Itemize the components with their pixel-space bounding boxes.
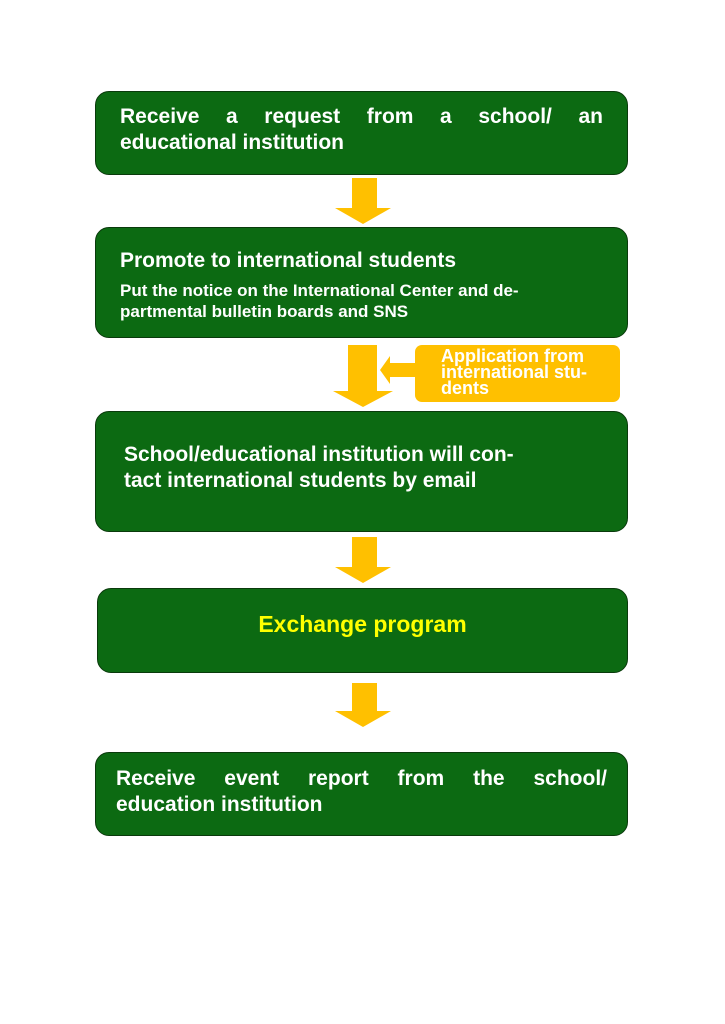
step-detail-line2: partmental bulletin boards and SNS (120, 302, 409, 321)
step-promote: Promote to international students Put th… (95, 227, 628, 338)
left-arrow-icon (380, 356, 416, 384)
down-arrow-icon (333, 345, 393, 407)
step-contact-students: School/educational institution will con-… (95, 411, 628, 532)
step-title: Receive event report from the school/ (116, 767, 607, 790)
step-title: School/educational institution will con- (124, 443, 514, 466)
step-event-report: Receive event report from the school/ ed… (95, 752, 628, 836)
callout-line3: dents (441, 378, 490, 398)
step-title-line2: tact international students by email (124, 469, 477, 492)
down-arrow-icon (335, 537, 391, 583)
step-title-line2: educational institution (120, 131, 344, 154)
step-title-line2: education institution (116, 793, 323, 816)
application-callout: Application from international stu- dent… (415, 345, 620, 402)
step-title: Promote to international students (120, 249, 457, 272)
down-arrow-icon (335, 178, 391, 224)
step-title: Receive a request from a school/ an (120, 105, 603, 128)
step-detail: Put the notice on the International Cent… (120, 281, 519, 300)
step-exchange-program: Exchange program (97, 588, 628, 673)
step-title: Exchange program (258, 611, 467, 637)
callout-line1: Application from (441, 346, 584, 366)
step-receive-request: Receive a request from a school/ an educ… (95, 91, 628, 175)
callout-line2: international stu- (441, 362, 588, 382)
down-arrow-icon (335, 683, 391, 727)
